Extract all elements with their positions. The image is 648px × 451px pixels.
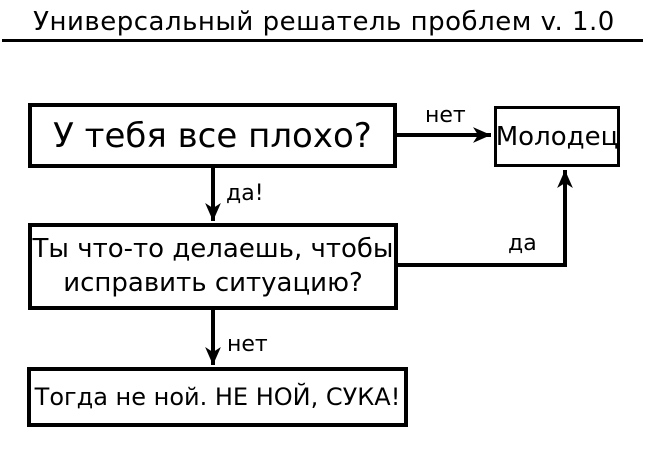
node-praise-label: Молодец xyxy=(495,121,619,152)
node-question-2-line1: Ты что-то делаешь, чтобы xyxy=(32,234,394,265)
node-final: Тогда не ной. НЕ НОЙ, СУКА! xyxy=(27,367,408,427)
node-final-label: Тогда не ной. НЕ НОЙ, СУКА! xyxy=(34,383,401,411)
node-question-2-line2: исправить ситуацию? xyxy=(63,267,363,298)
node-question-1: У тебя все плохо? xyxy=(28,103,397,168)
edge-label-yes-to-question2: да! xyxy=(226,181,264,206)
page-title: Универсальный решатель проблем v. 1.0 xyxy=(33,7,615,37)
node-praise: Молодец xyxy=(494,106,620,167)
title-divider xyxy=(2,39,643,42)
edge-label-yes-to-praise: да xyxy=(508,231,537,256)
edge-label-no-to-praise: нет xyxy=(425,103,466,128)
arrow-q2-to-praise xyxy=(398,170,573,267)
node-question-1-label: У тебя все плохо? xyxy=(53,115,372,156)
edge-label-no-to-final: нет xyxy=(227,332,268,357)
node-question-2: Ты что-то делаешь, чтобы исправить ситуа… xyxy=(28,223,398,310)
